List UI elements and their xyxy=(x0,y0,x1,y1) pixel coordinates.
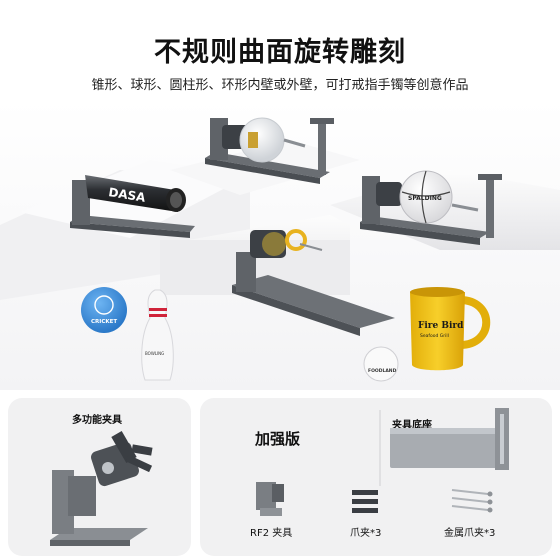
clamp-base-icon xyxy=(390,408,509,470)
golf-ball-text: FOODLAND xyxy=(368,368,397,374)
cylinder-brand-text: DASA xyxy=(108,185,148,205)
cricket-ball: CRICKET xyxy=(81,287,127,333)
enhanced-kit-panel: 加强版 夹具底座 xyxy=(200,398,552,556)
claw-clamp-icon xyxy=(352,490,378,513)
golf-ball: FOODLAND xyxy=(363,346,399,382)
metal-claw-clamp-icon xyxy=(451,489,493,513)
multifunction-clamp-label: 多功能夹具 xyxy=(72,415,122,426)
metal-claw-clamp-label: 金属爪夹*3 xyxy=(444,528,496,539)
bowling-pin: BOWLING xyxy=(141,289,174,381)
basketball-brand-text: SPALDING xyxy=(408,195,442,202)
rotary-device-ring xyxy=(232,229,395,336)
rotary-device-bulb xyxy=(205,117,334,184)
page-title: 不规则曲面旋转雕刻 xyxy=(154,37,406,68)
multifunction-clamp-panel: 多功能夹具 xyxy=(8,398,191,556)
bowling-pin-text: BOWLING xyxy=(145,351,164,356)
claw-clamp-label: 爪夹*3 xyxy=(350,528,382,539)
clamp-base-label: 夹具底座 xyxy=(392,420,432,431)
hero-scene: DASA SPALDING xyxy=(0,100,560,390)
rotary-device-cylinder: DASA xyxy=(70,175,195,238)
rotary-device-basketball: SPALDING xyxy=(360,170,502,245)
rf2-clamp-icon xyxy=(256,482,284,516)
yellow-mug: Fire Bird Seafood Grill xyxy=(410,287,491,371)
multifunction-clamp-icon xyxy=(50,431,153,546)
hero-illustration: DASA SPALDING xyxy=(0,100,560,390)
rf2-clamp-label: RF2 夹具 xyxy=(250,528,293,539)
enhanced-edition-label: 加强版 xyxy=(255,430,301,448)
accessory-illustrations xyxy=(256,408,509,516)
cricket-ball-text: CRICKET xyxy=(91,319,117,325)
mug-text-line1: Fire Bird xyxy=(418,321,464,331)
mug-text-line2: Seafood Grill xyxy=(420,333,449,339)
page-subtitle: 锥形、球形、圆柱形、环形内壁或外壁，可打戒指手镯等创意作品 xyxy=(91,78,469,93)
